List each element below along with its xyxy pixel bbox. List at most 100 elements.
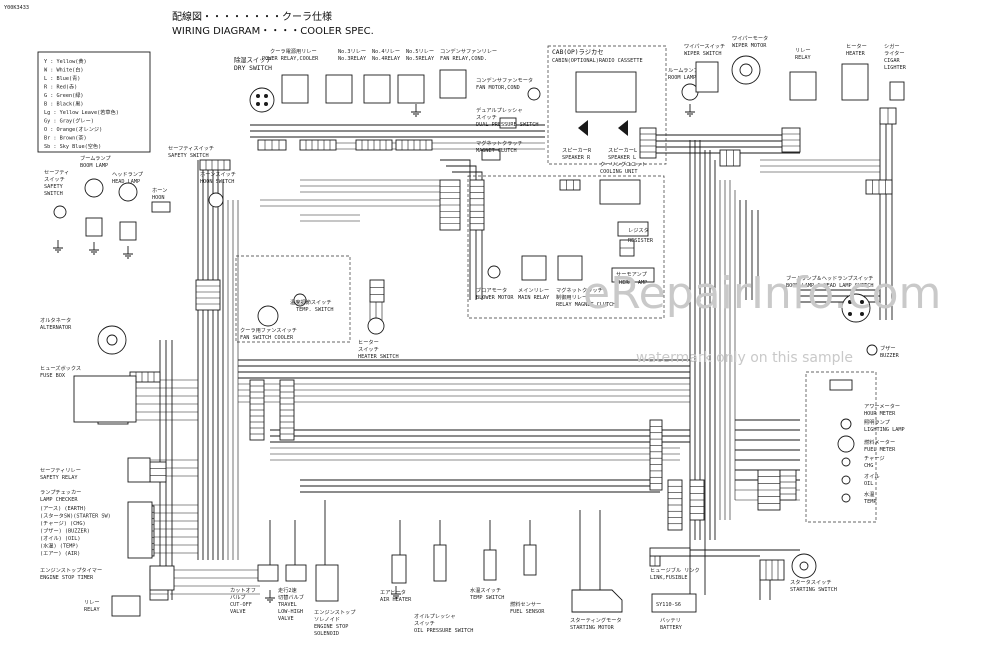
- lamp-checker-row: (エアー) (AIR): [40, 550, 80, 557]
- connector-block: [199, 159, 231, 171]
- cooling-unit-label-jp: クーリングユニット: [600, 160, 647, 168]
- magnet-clutch-label-en: MAGNET CLUTCH: [476, 148, 517, 154]
- fuel-meter-label-jp: 燃料メーター: [864, 438, 895, 446]
- legend-item: O : Orange(オレンジ): [44, 126, 102, 133]
- safety-switch-2-label-en: SAFETY SWITCH: [168, 153, 209, 159]
- watermark-main: eRepairInfo.com: [583, 268, 941, 319]
- relay-group-top: クーラ電源用リレー POWER RELAY,COOLER No.3リレー No.…: [262, 47, 497, 104]
- fuel-meter-label-en: FUEL METER: [864, 447, 896, 453]
- engine-stop-solenoid-label-en2: SOLENOID: [314, 631, 339, 637]
- engine-stop-timer-label-en: ENGINE STOP TIMER: [40, 575, 94, 581]
- connector-block: [369, 279, 385, 303]
- color-legend: Y : Yellow(黄) W : White(白) L : Blue(青) R…: [37, 51, 151, 153]
- title-english: WIRING DIAGRAM・・・・COOLER SPEC.: [172, 26, 374, 37]
- travel-valve-label-en2: LOW-HIGH: [278, 609, 303, 615]
- legend-item: Y : Yellow(黄): [44, 57, 87, 65]
- link-fusible-label-en: LINK,FUSIBLE: [650, 575, 687, 581]
- document-id: Y00K3433: [4, 5, 29, 11]
- legend-item: L : Blue(青): [44, 74, 80, 82]
- cutoff-valve-label-jp2: バルブ: [230, 593, 246, 601]
- temp-label-en: TEMP: [864, 499, 877, 505]
- relay-top-label-en: RELAY: [795, 55, 811, 61]
- register-label-jp: レジスタ: [628, 226, 649, 234]
- head-lamp-label-jp: ヘッドランプ: [112, 171, 144, 178]
- no4-relay-label-en: No.4RELAY: [372, 56, 401, 62]
- battery-label-en: BATTERY: [660, 625, 683, 631]
- legend-item: G : Green(緑): [44, 91, 84, 99]
- lighting-lamp-label-en: LIGHTING LAMP: [864, 427, 905, 433]
- lamp-checker-row: (チャージ) (CHG): [40, 520, 86, 527]
- thermo-amp-label-en: THERMO AMP: [616, 280, 647, 286]
- air-heater-label-en: AIR HEATER: [380, 597, 412, 603]
- main-relay-label-en: MAIN RELAY: [518, 295, 550, 301]
- boom-lamp-label-jp: ブームランプ: [80, 154, 111, 162]
- temp-switch-cool-label-jp: 温度調節スイッチ: [290, 298, 332, 306]
- top-right-components: ルームランプ ROOM LAMP ワイパースイッチ WIPER SWITCH ワ…: [668, 34, 907, 101]
- heater-label-en: HEATER: [846, 51, 866, 57]
- connector-block: [195, 279, 221, 311]
- fuse-box-label-en: FUSE BOX: [40, 373, 66, 379]
- heater-switch: ヒーター スイッチ HEATER SWITCH: [358, 317, 399, 360]
- air-heater-label-jp: エアヒータ: [380, 588, 406, 596]
- lamp-checker-label-en: LAMP CHECKER: [40, 497, 78, 503]
- connector-block: [639, 127, 657, 159]
- engine-stop-timer-group: エンジンストップタイマー ENGINE STOP TIMER リレー RELAY: [40, 565, 175, 617]
- battery-label-jp: バッテリ: [660, 617, 681, 624]
- cutoff-valve-label-en2: VALVE: [230, 609, 246, 615]
- boom-lamp-label-en: BOOM LAMP: [80, 163, 108, 169]
- dual-pressure-label-en: DUAL PRESSURE SWITCH: [476, 122, 538, 128]
- connector-block: [649, 419, 663, 491]
- alternator-group: オルタネータ ALTERNATOR ヒューズボックス FUSE BOX: [40, 316, 137, 423]
- safety-switch-label-jp2: スイッチ: [44, 176, 65, 183]
- fuse-box-label-jp: ヒューズボックス: [40, 364, 81, 372]
- radio-cassette: CAB(OP)ラジカセ CABIN(OPTIONAL)RADIO CASSETT…: [547, 45, 667, 165]
- blower-motor-label-en: BLOWER MOTOR: [476, 295, 514, 301]
- alternator-label-jp: オルタネータ: [40, 316, 71, 324]
- relay-top-label-jp: リレー: [795, 48, 811, 54]
- engine-stop-solenoid-label-jp2: ソレノイド: [314, 617, 340, 623]
- oil-pressure-label-jp2: スイッチ: [414, 620, 435, 627]
- lamp-checker-row: (水温) (TEMP): [40, 542, 78, 550]
- horn-switch-label-jp: ホーンスイッチ: [200, 171, 236, 178]
- head-lamp-label-en: HEAD LAMP: [112, 179, 140, 185]
- lamp-checker-row: (アース) (EARTH): [40, 505, 86, 512]
- no3-relay-label-jp: No.3リレー: [338, 49, 366, 55]
- fan-switch-cooler: 温度調節スイッチ TEMP. SWITCH クーラ用ファンスイッチ FAN SW…: [235, 255, 351, 343]
- engine-stop-solenoid-label-en: ENGINE STOP: [314, 624, 348, 630]
- fan-switch-label-en: FAN SWITCH COOLER: [240, 335, 294, 341]
- condenser-group: コンデンサファンモータ FAN MOTOR,COND デュアルプレッシャ スイッ…: [476, 76, 541, 161]
- starting-motor-label-jp: スターティングモータ: [570, 616, 622, 624]
- wiper-switch-label-jp: ワイパースイッチ: [684, 43, 725, 50]
- heater-switch-label-en: HEATER SWITCH: [358, 354, 399, 360]
- connector-block: [779, 469, 797, 501]
- main-relay-label-jp: メインリレー: [518, 288, 549, 294]
- temp-label-jp: 水温: [864, 490, 874, 498]
- safety-relay-label-jp: セーフティリレー: [40, 467, 81, 474]
- legend-item: Sb : Sky Blue(空色): [44, 142, 101, 150]
- relay-bottom-label-en: RELAY: [84, 607, 100, 613]
- bottom-components: カットオフ バルブ CUT-OFF VALVE 走行2速 切替バルブ TRAVE…: [230, 544, 837, 637]
- cutoff-valve-label-en: CUT-OFF: [230, 602, 252, 608]
- fuel-sensor-label-jp: 燃料センサー: [510, 600, 541, 608]
- connector-block: [719, 149, 741, 167]
- heater-switch-label-jp: ヒーター: [358, 338, 379, 346]
- boom-head-switch-label-en: BOOM LAMP & HEAD LAMP SWITCH: [786, 283, 873, 289]
- safety-switch-label-en2: SWITCH: [44, 191, 63, 197]
- room-lamp-label-jp: ルームランプ: [668, 67, 699, 74]
- horn-label-jp: ホーン: [152, 187, 167, 194]
- dry-switch-label-jp: 除湿スイッチ: [234, 55, 272, 64]
- fan-motor-label-en: FAN MOTOR,COND: [476, 85, 520, 91]
- oil-pressure-label-en: OIL PRESSURE SWITCH: [414, 628, 473, 634]
- lamp-switch-group: ブームランプ＆ヘッドランプスイッチ BOOM LAMP & HEAD LAMP …: [786, 274, 900, 359]
- safety-switch-label-jp: セーフティ: [44, 169, 69, 176]
- chg-label-jp: チャージ: [864, 455, 885, 462]
- legend-item: Gy : Gray(グレー): [44, 117, 94, 125]
- starting-switch-label-jp: スタータスイッチ: [790, 578, 832, 586]
- fan-relay-label-en: FAN RELAY,COND.: [440, 56, 487, 62]
- legend-item: Br : Brown(茶): [44, 134, 87, 142]
- dual-pressure-label-jp2: スイッチ: [476, 114, 497, 121]
- blower-motor-label-jp: ブロアモータ: [476, 286, 507, 294]
- meter-panel: アワーメーター HOUR METER 照明ランプ LIGHTING LAMP 燃…: [805, 371, 905, 523]
- buzzer-label-jp: ブザー: [880, 344, 896, 352]
- no4-relay-label-jp: No.4リレー: [372, 49, 400, 55]
